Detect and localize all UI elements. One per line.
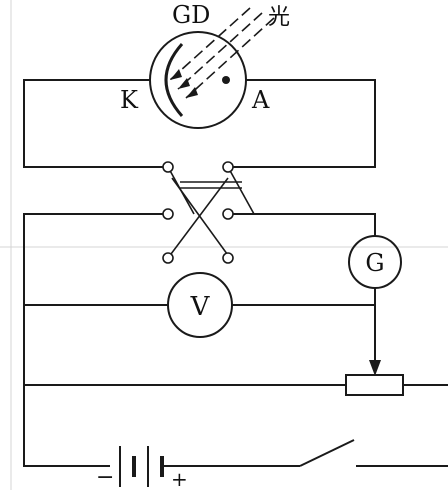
phototube-envelope xyxy=(149,31,247,129)
switch-terminal-mid-left xyxy=(162,208,174,220)
switch-blade-left xyxy=(167,166,195,215)
anode-label: A xyxy=(251,86,270,114)
cathode-label: K xyxy=(120,86,139,114)
voltmeter: V xyxy=(167,272,233,338)
switch-cross-2 xyxy=(167,177,229,259)
switch-terminal-bottom-right xyxy=(222,252,234,264)
slider-arrow-icon xyxy=(369,360,381,376)
light-arrow-1 xyxy=(170,69,182,80)
light-arrow-3 xyxy=(186,87,198,98)
main-switch-blade xyxy=(299,439,355,467)
wire-top-right xyxy=(228,79,376,168)
light-arrow-2 xyxy=(178,78,190,89)
cathode-arc xyxy=(164,43,184,117)
light-rays xyxy=(169,7,275,99)
anode-dot xyxy=(222,76,230,84)
switch-terminal-top-right xyxy=(222,161,234,173)
light-ray-1 xyxy=(169,7,251,81)
switch-terminal-top-left xyxy=(162,161,174,173)
battery xyxy=(119,446,164,487)
rheostat xyxy=(345,374,404,396)
voltmeter-circle xyxy=(167,272,233,338)
light-ray-3 xyxy=(185,17,275,99)
wire-top-left xyxy=(23,79,168,168)
wire-right-to-galvanometer xyxy=(233,213,376,236)
phototube-loop xyxy=(23,79,376,168)
switch-terminal-bottom-left xyxy=(162,252,174,264)
phototube xyxy=(149,7,275,129)
switch-terminal-mid-right xyxy=(222,208,234,220)
reversing-switch xyxy=(162,161,255,264)
switch-blade-right xyxy=(227,166,255,215)
wire-left-main xyxy=(23,213,163,467)
battery-plus-label: + xyxy=(171,467,188,490)
light-label: 光 xyxy=(268,5,290,30)
battery-minus-label: − xyxy=(96,465,114,490)
galvanometer: G xyxy=(348,235,402,289)
phototube-label: GD xyxy=(172,1,210,29)
galvanometer-label: G xyxy=(365,249,384,277)
voltmeter-label: V xyxy=(190,292,211,322)
light-ray-2 xyxy=(177,12,263,90)
